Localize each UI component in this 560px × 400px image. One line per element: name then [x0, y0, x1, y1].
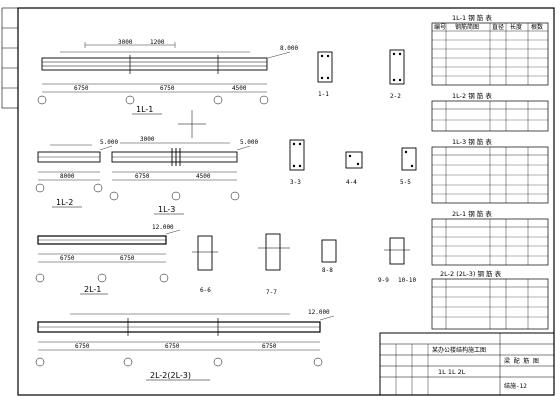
- section-4-4: 4-4: [345, 151, 363, 186]
- table-title-1l3: 1L-3 钢 筋 表: [452, 137, 492, 146]
- title-block: 某办公楼结构施工图 1L 1L 2L 梁 配 筋 图 结施-12: [379, 332, 555, 396]
- section-label-6-6: 6-6: [200, 287, 211, 294]
- section-label-1-1: 1-1: [318, 91, 329, 98]
- title-2l2: 2L-2(2L-3): [150, 371, 191, 380]
- beam-elevation-2l1: 12.000 6750 6750 2L-1: [35, 224, 181, 295]
- table-title-1l1: 1L-1 钢 筋 表: [452, 13, 492, 22]
- section-7-7: 7-7: [258, 233, 290, 296]
- title-2l1: 2L-1: [84, 285, 101, 294]
- section-label-8-8: 8-8: [322, 267, 333, 274]
- section-5-5: 5-5: [400, 147, 417, 186]
- section-6-6: 6-6: [192, 235, 218, 294]
- section-label-7-7: 7-7: [266, 289, 277, 296]
- section-label-5-5: 5-5: [400, 179, 411, 186]
- elev-2l2: 12.000: [308, 309, 330, 316]
- tb-drawing-name: 梁 配 筋 图: [504, 357, 539, 365]
- tb-drawing-label: 1L 1L 2L: [438, 368, 466, 376]
- dim-1l3-span-b: 4500: [196, 173, 211, 180]
- dim-2l1-span-a: 6750: [60, 255, 75, 262]
- section-label-3-3: 3-3: [290, 179, 301, 186]
- title-1l3: 1L-3: [158, 205, 175, 214]
- dim-1l1-seg2: 1200: [150, 39, 165, 46]
- section-label-10-10: 10-10: [398, 277, 416, 284]
- rebar-table-1l1: 1L-1 钢 筋 表 编号 钢筋简图 直径 长度 根数: [431, 13, 549, 86]
- section-2-2: 2-2: [389, 49, 405, 100]
- dim-1l1-span-b: 6750: [160, 85, 175, 92]
- tb-sheet: 结施-12: [504, 382, 527, 390]
- elev-1l2: 5.000: [100, 139, 118, 146]
- elev-2l1: 12.000: [152, 224, 174, 231]
- th-shape: 钢筋简图: [455, 23, 479, 31]
- rebar-table-2l2: 2L-2 (2L-3) 钢 筋 表: [431, 269, 549, 330]
- dim-2l1-span-b: 6750: [120, 255, 135, 262]
- dim-1l3-span-a: 6750: [135, 173, 150, 180]
- section-9-9-10-10: 9-9 10-10: [378, 237, 416, 284]
- title-1l1: 1L-1: [136, 105, 153, 114]
- section-8-8: 8-8: [321, 239, 337, 274]
- table-title-1l2: 1L-2 钢 筋 表: [452, 91, 492, 100]
- dim-1l3-seg: 3000: [140, 136, 155, 143]
- th-dia: 直径: [492, 23, 504, 31]
- dim-1l1-seg1: 3000: [118, 39, 133, 46]
- rebar-table-1l2: 1L-2 钢 筋 表: [431, 91, 549, 132]
- binding-strip: [1, 7, 19, 109]
- th-no: 编号: [434, 23, 446, 31]
- elev-1l3: 5.000: [240, 139, 258, 146]
- dim-1l1-span-a: 6750: [74, 85, 89, 92]
- dim-2l2-span-b: 6750: [165, 343, 180, 350]
- rebar-table-1l3: 1L-3 钢 筋 表: [431, 137, 549, 204]
- dim-2l2-span-a: 6750: [75, 343, 90, 350]
- rebar-table-2l1: 2L-1 钢 筋 表: [431, 209, 549, 266]
- beam-elevation-1l2: 5.000 8000 1L-2: [35, 139, 118, 208]
- dim-1l1-span-c: 4500: [232, 85, 247, 92]
- outer-frame: [17, 7, 555, 396]
- beam-elevation-1l3: 3000 5.000 6750 4500 1L-3: [109, 136, 258, 215]
- dim-1l2-span: 8000: [60, 173, 75, 180]
- elev-1l1: 8.000: [280, 45, 298, 52]
- th-count: 根数: [531, 23, 543, 31]
- section-3-3: 3-3: [289, 139, 305, 186]
- table-title-2l1: 2L-1 钢 筋 表: [452, 209, 492, 218]
- section-label-9-9: 9-9: [378, 277, 389, 284]
- section-label-4-4: 4-4: [346, 179, 357, 186]
- beam-elevation-2l2: 12.000 6750 6750 6750 2L-2(2L-3): [35, 309, 335, 381]
- tb-project: 某办公楼结构施工图: [432, 346, 486, 354]
- table-title-2l2: 2L-2 (2L-3) 钢 筋 表: [440, 269, 502, 278]
- section-label-2-2: 2-2: [390, 93, 401, 100]
- beam-elevation-1l1: 3000 1200 6750 6750 4500 8.000 1L-1: [37, 39, 298, 115]
- title-1l2: 1L-2: [56, 198, 73, 207]
- crosshair-cursor: [178, 110, 206, 138]
- dim-2l2-span-c: 6750: [262, 343, 277, 350]
- section-1-1: 1-1: [317, 51, 333, 98]
- th-len: 长度: [510, 23, 522, 31]
